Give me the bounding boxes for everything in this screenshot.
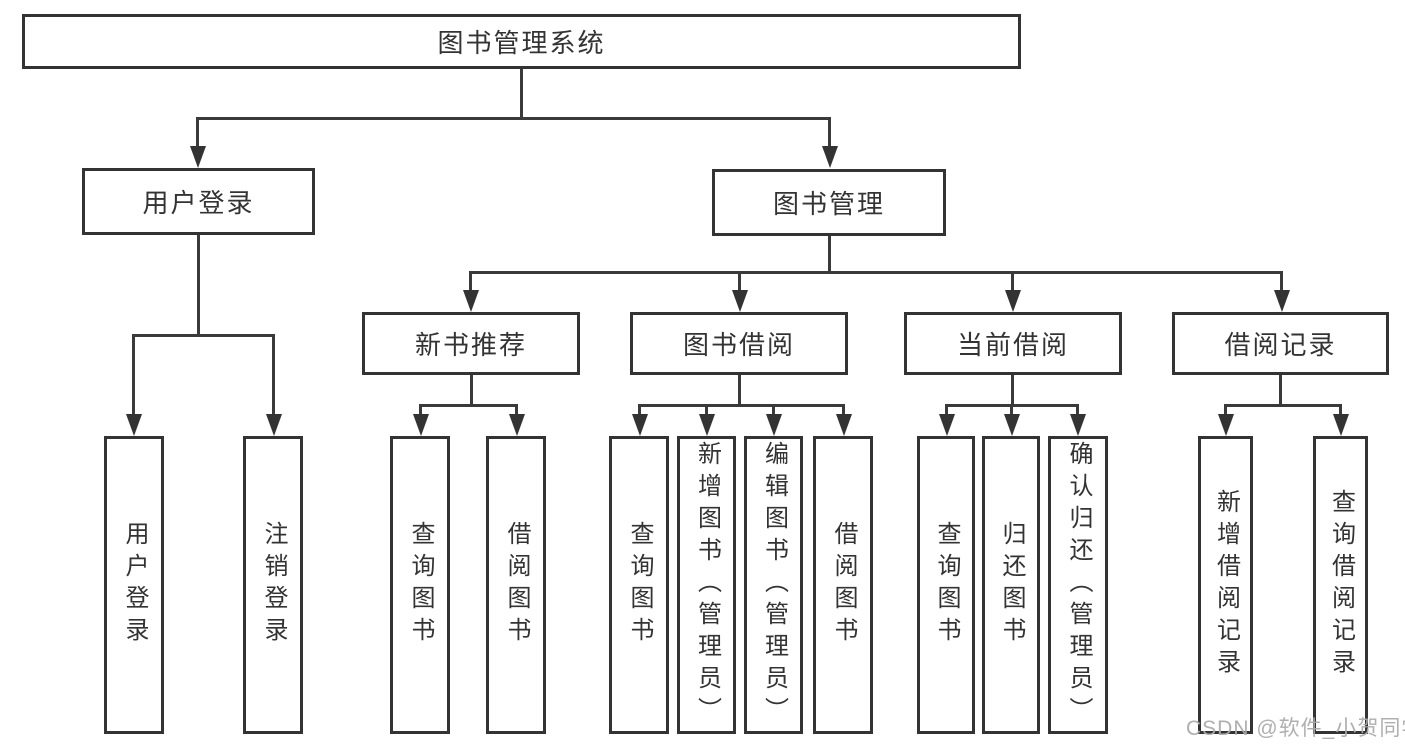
node-label: 查询借阅记录: [1327, 489, 1355, 681]
node-book-borrowing: 图书借阅: [630, 312, 848, 375]
connector-line: [1224, 404, 1341, 407]
connector-line: [1279, 375, 1282, 406]
connector-line: [419, 404, 422, 418]
arrow-down-icon: [1333, 414, 1349, 436]
node-leaf-query-books-1: 查询图书: [390, 436, 450, 734]
arrow-down-icon: [732, 290, 748, 312]
arrow-down-icon: [1070, 414, 1086, 436]
arrow-down-icon: [632, 414, 648, 436]
connector-line: [1011, 271, 1014, 293]
connector-line: [515, 404, 518, 418]
node-leaf-logout: 注销登录: [243, 436, 303, 734]
arrow-down-icon: [126, 414, 142, 436]
connector-line: [772, 404, 775, 418]
arrow-down-icon: [939, 414, 955, 436]
node-label: 图书管理系统: [437, 28, 606, 58]
node-label: 归还图书: [998, 521, 1025, 649]
arrow-down-icon: [699, 414, 715, 436]
connector-line: [1011, 375, 1014, 406]
arrow-down-icon: [836, 414, 852, 436]
connector-line: [196, 117, 199, 149]
node-label: 图书借阅: [682, 330, 795, 360]
node-leaf-query-borrow-record: 查询借阅记录: [1313, 436, 1368, 734]
arrow-down-icon: [463, 290, 479, 312]
connector-line: [828, 236, 831, 274]
csdn-watermark: CSDN @软件_小贺同学: [1186, 717, 1405, 740]
connector-line: [1010, 404, 1013, 418]
node-label: 查询图书: [626, 521, 653, 649]
connector-line: [520, 69, 523, 117]
arrow-down-icon: [1274, 290, 1290, 312]
node-label: 查询图书: [407, 521, 434, 649]
connector-line: [705, 404, 708, 418]
node-label: 新增借阅记录: [1212, 489, 1240, 681]
node-leaf-query-books-2: 查询图书: [609, 436, 669, 734]
connector-line: [828, 117, 831, 149]
node-leaf-add-borrow-record: 新增借阅记录: [1198, 436, 1253, 734]
arrow-down-icon: [822, 146, 838, 168]
node-leaf-user-login: 用户登录: [104, 436, 164, 734]
node-label: 注销登录: [260, 521, 287, 649]
node-label: 查询图书: [933, 521, 960, 649]
node-user-login: 用户登录: [82, 168, 315, 235]
node-label: 新书推荐: [414, 330, 527, 360]
connector-line: [638, 404, 844, 407]
connector-line: [638, 404, 641, 418]
arrow-down-icon: [1218, 414, 1234, 436]
node-label: 确认归还（管理员）: [1065, 441, 1092, 729]
node-library-management-system: 图书管理系统: [22, 14, 1021, 69]
connector-line: [132, 334, 275, 337]
connector-line: [738, 271, 741, 293]
arrow-down-icon: [413, 414, 429, 436]
node-leaf-confirm-return-admin: 确认归还（管理员）: [1048, 436, 1108, 734]
node-new-book-recommend: 新书推荐: [362, 312, 580, 375]
connector-line: [132, 334, 135, 418]
node-label: 用户登录: [142, 188, 255, 218]
arrow-down-icon: [1004, 414, 1020, 436]
node-leaf-return-books: 归还图书: [982, 436, 1040, 734]
connector-line: [196, 117, 831, 120]
node-label: 图书管理: [772, 189, 885, 219]
connector-line: [197, 235, 200, 337]
node-label: 当前借阅: [956, 330, 1069, 360]
node-leaf-add-books-admin: 新增图书（管理员）: [677, 436, 736, 734]
connector-line: [470, 375, 473, 406]
node-label: 借阅图书: [830, 521, 857, 649]
node-label: 用户登录: [121, 521, 148, 649]
connector-line: [945, 404, 948, 418]
connector-line: [469, 271, 1283, 274]
arrow-down-icon: [266, 414, 282, 436]
node-label: 借阅记录: [1224, 330, 1337, 360]
connector-line: [1339, 404, 1342, 418]
connector-line: [272, 334, 275, 418]
node-leaf-borrow-books-1: 借阅图书: [486, 436, 546, 734]
arrow-down-icon: [766, 414, 782, 436]
node-leaf-query-books-3: 查询图书: [917, 436, 975, 734]
connector-line: [1224, 404, 1227, 418]
connector-line: [842, 404, 845, 418]
connector-line: [1280, 271, 1283, 293]
arrow-down-icon: [190, 146, 206, 168]
node-label: 编辑图书（管理员）: [760, 441, 788, 729]
connector-line: [738, 375, 741, 406]
node-label: 新增图书（管理员）: [693, 441, 721, 729]
node-leaf-edit-books-admin: 编辑图书（管理员）: [744, 436, 803, 734]
node-book-management: 图书管理: [712, 169, 946, 236]
connector-line: [1076, 404, 1079, 418]
arrow-down-icon: [509, 414, 525, 436]
arrow-down-icon: [1005, 290, 1021, 312]
node-leaf-borrow-books-2: 借阅图书: [813, 436, 873, 734]
node-borrowing-records: 借阅记录: [1172, 312, 1389, 375]
connector-line: [419, 404, 518, 407]
node-label: 借阅图书: [503, 521, 530, 649]
connector-line: [469, 271, 472, 293]
node-current-borrowing: 当前借阅: [904, 312, 1122, 375]
